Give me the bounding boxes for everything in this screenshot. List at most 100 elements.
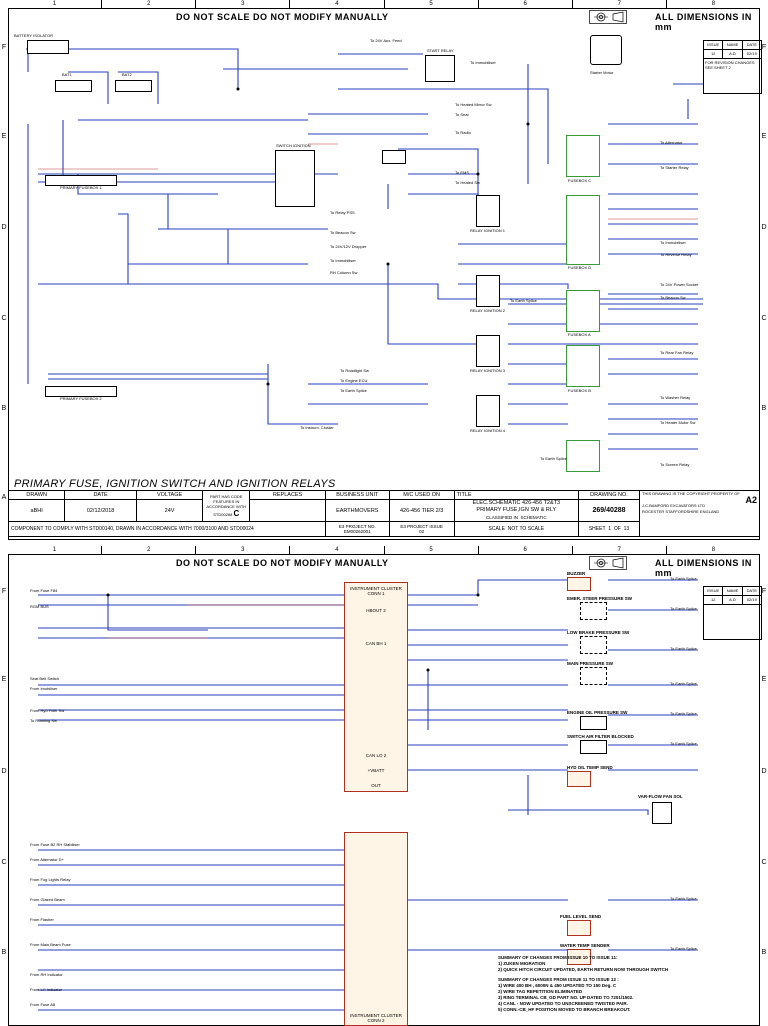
destination-label: To Earth Splice	[540, 456, 567, 461]
row-label: F	[1, 44, 7, 51]
company-name: J.C.BAMFORD EXCAVATORS LTD	[642, 503, 705, 508]
earth-splice-label: To Earth Splice	[670, 896, 697, 901]
e3-project-header: E3 PROJECT NO.	[338, 524, 376, 529]
summary-line: 4) CANL - NOW UPDATED TO UNSCREENED TWIS…	[498, 1001, 628, 1006]
destination-label: To 24V Aux. Feed	[370, 38, 402, 43]
ignition-switch-label: SWITCH IGNITION	[276, 143, 311, 148]
destination-label: To Rear Fan Relay	[660, 350, 694, 355]
sheet-size: A2	[745, 495, 757, 505]
row-label: E	[1, 676, 7, 683]
col-label: 8	[711, 1, 716, 7]
summary-line: 2) WIRE TAG REPETITION ELIMINATED	[498, 989, 583, 994]
destination-label: To Roadlight Sw	[340, 368, 369, 373]
of-label: OF	[613, 526, 621, 532]
rev-name-header: NAME	[723, 587, 743, 595]
rev-date-header: DATE	[746, 42, 757, 47]
main-pressure-label: MAIN PRESSURE SW	[567, 661, 614, 666]
destination-label: To Heated Sw	[455, 180, 480, 185]
cluster-pin-label: HBOUT 2	[366, 608, 386, 613]
source-label: From Alternator D+	[30, 857, 64, 862]
destination-label: To Starter Relay	[660, 165, 689, 170]
var-flow-fan-label: VAR-FLOW FAN SOL	[638, 794, 683, 799]
summary-line: 3) RING TERMINAL CB_GD PART NO. UP DATED…	[498, 995, 634, 1000]
cluster-2-title: INSTRUMENT CLUSTER CONN 2	[350, 1013, 402, 1023]
start-relay-label: START RELAY	[427, 48, 454, 53]
total-sheets: 13	[623, 526, 630, 532]
col-label: 2	[102, 546, 197, 554]
sheet-title: PRIMARY FUSE, IGNITION SWITCH AND IGNITI…	[14, 478, 336, 490]
fusebox-c-label: FUSEBOX C	[568, 178, 592, 183]
relay-ignition-1-label: RELAY IGNITION 1	[470, 228, 505, 233]
row-label: C	[1, 859, 7, 866]
water-temp-label: WATER TEMP SENDER	[560, 943, 610, 948]
destination-label: To Beacon Sw	[660, 295, 686, 300]
starter-motor	[590, 35, 622, 65]
primary-fusebox-2	[45, 386, 117, 397]
air-filter-label: SWITCH AIR FILTER BLOCKED	[567, 734, 634, 739]
fusebox-e	[566, 440, 600, 472]
sheet-number: 1	[608, 526, 612, 532]
source-label: From Fuse A8	[30, 1002, 56, 1007]
title-block: DRAWN DATE VOLTAGE PART HAS CODE FEATURE…	[7, 490, 760, 537]
row-label: E	[761, 133, 767, 140]
engine-oil-pressure-sw	[580, 716, 607, 730]
col-label: 7	[573, 546, 667, 554]
schematic-sheet-2: 1 2 3 4 5 6 7 8 F E D C B F E D C B DO N…	[0, 546, 768, 1026]
relay-ignition-2	[476, 275, 500, 307]
air-filter-blocked-sw	[580, 740, 607, 754]
drawing-number-header: DRAWING NO.	[578, 490, 640, 500]
summary-line: SUMMARY OF CHANGES FROM ISSUE 10 TO ISSU…	[498, 955, 618, 960]
relay-ignition-4	[476, 395, 500, 427]
source-label: From Fuse F84	[30, 588, 58, 593]
col-label: 3	[196, 0, 291, 8]
row-label: E	[761, 676, 767, 683]
rev-issue: 12	[704, 596, 724, 604]
col-label: 4	[290, 0, 385, 8]
rev-date: 02/19	[746, 51, 757, 56]
starter-motor-label: Starter Motor	[590, 70, 614, 75]
emer-steer-label: EMER. STEER PRESSURE SW	[567, 596, 633, 601]
earth-splice-label: To Earth Splice	[670, 576, 697, 581]
mc-used-value: 426-456 TIER 2/3	[388, 499, 455, 522]
instrument-cluster-conn-1: INSTRUMENT CLUSTER CONN 1 HBOUT 2 CAN BH…	[344, 582, 408, 792]
rev-date-header: DATE	[746, 588, 757, 593]
destination-label: To Seat	[455, 112, 469, 117]
e3-project-cell: E3 PROJECT NO.EM00262001	[324, 521, 390, 537]
primary-fusebox-2-label: PRIMARY FUSEBOX 2	[60, 396, 102, 401]
destination-label: To Relay PSS	[330, 210, 355, 215]
projection-symbol-icon	[589, 556, 627, 575]
ignition-switch	[275, 150, 315, 207]
fusebox-b	[566, 345, 600, 387]
title-value-cell: ELEC.SCHEMATIC 426-456 T2&T3 PRIMARY FUS…	[453, 499, 580, 522]
compliance-note: COMPONENT TO COMPLY WITH STD00140, DRAWN…	[8, 521, 326, 537]
company-location: ROCESTER STAFFORDSHIRE ENGLAND	[642, 509, 720, 514]
primary-fusebox-1	[45, 175, 117, 186]
source-label: RGM BUS	[30, 604, 49, 609]
destination-label: To Immobiliser	[660, 240, 686, 245]
destination-label: To Reverse Relay	[660, 252, 692, 257]
destination-label: To Heated Mirror Sw	[455, 102, 492, 107]
destination-label: To Washer Relay	[660, 395, 691, 400]
row-label: C	[761, 315, 767, 322]
relay-fuse-block	[382, 150, 406, 164]
cluster-pin-label: CAN LO 2	[365, 753, 387, 758]
water-temp-sender	[567, 949, 591, 965]
row-label: F	[761, 44, 767, 51]
wiring-diagram	[38, 579, 698, 1011]
source-label: From Fuse B2 RH Stabiliser	[30, 842, 80, 847]
rev-issue-header: ISSUE	[704, 41, 724, 49]
source-label: From LH Indicator	[30, 987, 63, 992]
destination-label: To EMS	[455, 170, 470, 175]
source-label: From Main Beam Fuse	[30, 942, 71, 947]
rev-date: 02/19	[746, 597, 757, 602]
earth-splice-label: To Earth Splice	[670, 946, 697, 951]
part-code-text: PART HAS CODE FEATURES IN ACCORDANCE WIT…	[206, 494, 247, 517]
schematic-sheet-1: 1 2 3 4 5 6 7 8 F E D C B A F E D C B DO…	[0, 0, 768, 540]
fusebox-a	[566, 290, 600, 332]
destination-label: To Alternator	[660, 140, 683, 145]
scale-header: SCALE	[488, 526, 505, 532]
relay-ignition-2-label: RELAY IGNITION 2	[470, 308, 505, 313]
hyd-oil-temp-label: HYD OIL TEMP SEND	[567, 765, 613, 770]
copyright-text: THIS DRAWING IS THE COPYRIGHT PROPERTY O…	[642, 491, 740, 496]
row-label: C	[761, 859, 767, 866]
